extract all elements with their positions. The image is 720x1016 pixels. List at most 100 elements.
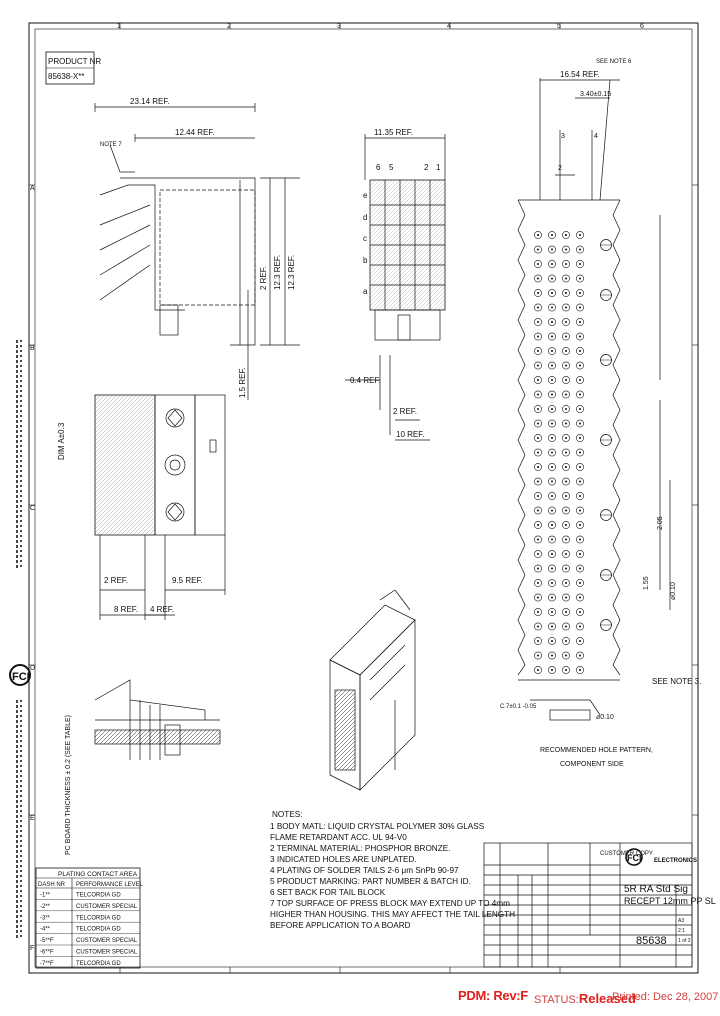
pcb-hole [562,506,570,515]
pcb-hole-center [579,480,581,483]
pcb-hole-center [551,321,553,323]
notes-block: NOTES: 1 BODY MATL: LIQUID CRYSTAL POLYM… [270,810,515,930]
pcb-hole-center [565,480,567,483]
note7-label: NOTE 7 [100,142,122,148]
pcb-hole [562,637,570,645]
pcb-hole-center [579,567,581,570]
pcb-hole-center [537,451,539,454]
pcb-hole [576,593,584,602]
zone-top-6: 6 [640,23,644,30]
pcb-hole-center [537,379,539,381]
notes-title: NOTES: [272,810,302,819]
pcb-hole-center [551,509,553,512]
dim-4-ref: 4 REF. [150,605,174,614]
pcb-hole-center [551,582,553,584]
isometric-view [329,589,416,791]
pcb-hole [562,274,570,283]
pcb-hole-center [551,248,553,251]
row-label-d: d [363,213,367,222]
col-label-2: 2 [424,163,429,172]
zone-top-3: 3 [337,23,341,30]
pcb-hole-center [565,263,567,265]
dim-3-40: 3.40±0.15 [580,91,611,98]
sheet-border [28,22,699,974]
pcb-hole [576,289,584,297]
pcb-hole-center [579,538,581,541]
pcb-hole-center [537,437,539,439]
pcb-hole [548,492,556,500]
pcb-hole-center [537,669,539,671]
printed-date: Printed: Dec 28, 2007 [612,991,719,1003]
sheet-size: A3 [678,918,684,924]
pcb-hole-center [579,277,581,280]
pcb-hole-center [537,495,539,497]
pcb-hole [534,622,542,631]
pcb-hole-center [551,379,553,381]
pcb-hole [548,477,556,486]
pcb-hole [534,477,542,486]
pcb-hole [548,593,556,602]
pcb-hole-center [551,654,553,657]
pcb-hole-center [551,538,553,541]
pcb-hole-center [537,567,539,570]
pcb-hole-center [551,335,553,338]
dim-23-14: 23.14 REF. [130,97,170,106]
pcb-hole-center [537,292,539,294]
pcb-hole [548,332,556,341]
pcb-hole-center [551,393,553,396]
pcb-hole-center [551,437,553,439]
pcb-hole [576,434,584,442]
note-line-5: 4 PLATING OF SOLDER TAILS 2-6 μm SnPb 90… [270,866,459,875]
plating-row-dash: -1** [40,893,51,899]
pcb-hole [562,419,570,428]
zone-side-e: E [30,815,35,822]
pcb-hole [576,550,584,558]
pcb-hole-center [579,393,581,396]
hole-pattern-dims: SEE NOTE 6 16.54 REF. 3.40±0.15 3 2 4 SE… [500,59,701,768]
pcb-hole-center [565,466,567,468]
pcb-hole [548,274,556,283]
pcb-hole [548,231,556,239]
pcb-hole-center [537,263,539,265]
dim-0-4: 0.4 REF. [350,376,381,385]
pcb-hole [534,347,542,355]
status-value: Released [578,991,636,1006]
dim-12-44: 12.44 REF. [175,128,215,137]
pcb-hole-center [537,248,539,251]
pcb-hole [562,289,570,297]
pcb-hole [534,550,542,558]
pcb-hole-center [551,408,553,410]
pcb-hole [562,550,570,558]
pcb-hole [548,289,556,297]
pcb-hole [562,318,570,326]
pcb-hole-center [565,292,567,294]
pcb-hole-center [579,596,581,599]
pcb-hole [562,332,570,341]
pcb-hole-center [579,553,581,555]
dim-2-ref-b: 2 REF. [104,576,128,585]
product-number: 85638-X** [48,72,84,81]
pcb-section-view [94,679,221,760]
title-line-2: RECEPT 12mm PP SL [624,896,716,906]
col-label-6: 6 [376,163,381,172]
row-label-e: e [363,191,368,200]
pcb-hole [548,405,556,413]
title-block-text: CUSTOMER COPY ELECTRONICS FCI 5R RA Std … [600,848,716,947]
pcb-hole-center [537,538,539,541]
pcb-hole [562,608,570,616]
pcb-hole [576,608,584,616]
pcb-hole-center [537,611,539,613]
pcb-hole-center [537,277,539,280]
pcb-hole [562,579,570,587]
note-line-1: 1 BODY MATL: LIQUID CRYSTAL POLYMER 30% … [270,822,485,831]
pcb-hole-center [551,625,553,628]
dim-13-3: 12.3 REF. [287,255,296,290]
pcb-hole-center [551,451,553,454]
pcb-hole [576,231,584,239]
company-name: ELECTRONICS [654,858,697,864]
pcb-hole-center [579,640,581,642]
pcb-hole [534,231,542,239]
pcb-hole [534,303,542,312]
pcb-hole [534,289,542,297]
